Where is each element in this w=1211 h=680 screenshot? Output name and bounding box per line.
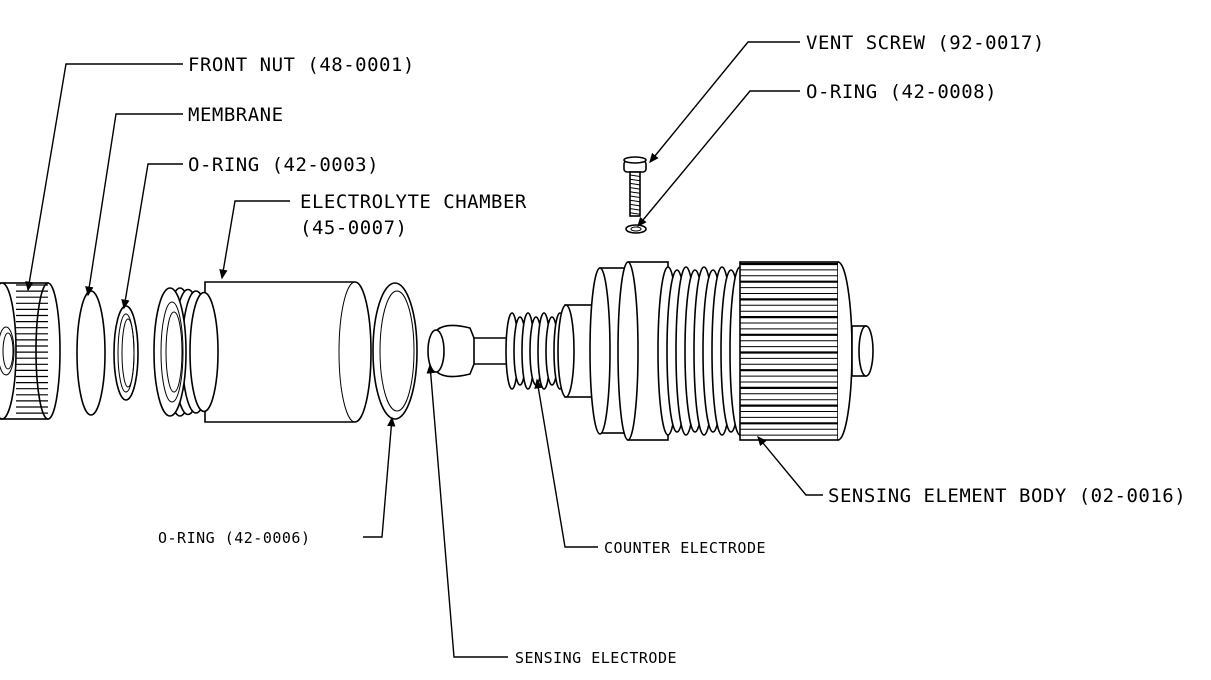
membrane-part [76,290,106,416]
label-o-ring-42-0008: O-RING (42-0008) [806,81,997,103]
o-ring-42-0003-part [113,305,139,401]
label-sensing-electrode: SENSING ELECTRODE [515,649,677,667]
leader-lines [25,41,823,658]
label-electrolyte-chamber-number: (45-0007) [300,217,407,239]
vent-screw-part [623,156,647,217]
label-o-ring-42-0006: O-RING (42-0006) [158,529,311,547]
label-o-ring-42-0003: O-RING (42-0003) [188,154,379,176]
counter-electrode-part [505,267,629,435]
label-vent-screw: VENT SCREW (92-0017) [806,32,1045,54]
electrolyte-chamber-part [153,281,372,423]
o-ring-42-0008-part [625,224,647,234]
label-counter-electrode: COUNTER ELECTRODE [604,539,766,557]
sensing-electrode-part [427,324,521,378]
label-sensing-element-body: SENSING ELEMENT BODY (02-0016) [828,485,1186,507]
label-front-nut: FRONT NUT (48-0001) [188,54,415,76]
label-membrane: MEMBRANE [188,104,284,126]
sensing-element-body-part [617,261,874,441]
label-electrolyte-chamber: ELECTROLYTE CHAMBER [300,191,527,213]
o-ring-42-0006-part [372,282,418,420]
front-nut-part [0,282,61,420]
